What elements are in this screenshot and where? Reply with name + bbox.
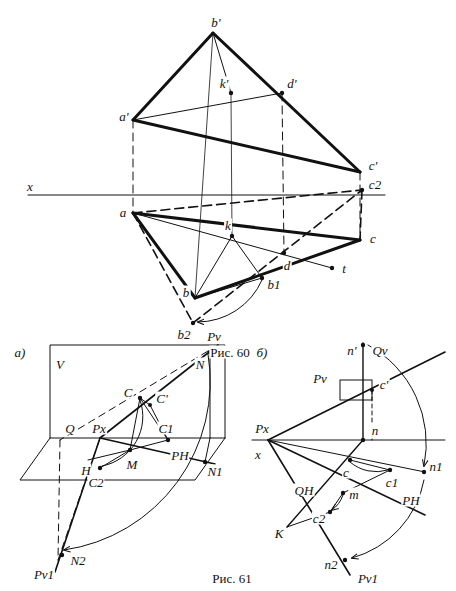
point-label: C1 xyxy=(157,422,174,435)
point-label: a' xyxy=(118,110,129,123)
point-label: t xyxy=(341,262,347,275)
point-label: k xyxy=(224,219,232,232)
point-label: c2 xyxy=(368,178,382,191)
point-label: d' xyxy=(286,77,297,90)
point-label: m xyxy=(348,488,359,501)
point-label: а) xyxy=(14,346,27,359)
point-label: c' xyxy=(368,159,379,172)
point-label: n xyxy=(371,424,380,437)
point-label: Qv xyxy=(371,344,388,357)
point-label: b1 xyxy=(267,278,282,291)
point-label: Pv1 xyxy=(357,572,379,585)
point-label: Pv xyxy=(312,372,328,385)
point-label: PH xyxy=(401,494,420,507)
figure-caption: Рис. 60 xyxy=(209,346,250,359)
point-label: n' xyxy=(346,344,357,357)
point-label: c2 xyxy=(312,512,326,525)
point-label: Pv xyxy=(206,330,222,343)
point-label: b2 xyxy=(177,328,192,341)
point-label: Px xyxy=(91,422,107,435)
point-label: b' xyxy=(210,16,221,29)
point-label: Pv1 xyxy=(33,568,55,581)
point-label: C xyxy=(123,386,134,399)
point-label: C2 xyxy=(87,476,104,489)
point-label: C' xyxy=(155,392,168,405)
point-label: PH xyxy=(170,449,189,462)
point-label: c' xyxy=(379,378,390,391)
point-label: Q xyxy=(64,422,75,435)
point-label: b xyxy=(182,286,191,299)
point-label: x xyxy=(254,448,262,461)
point-label: n2 xyxy=(324,558,339,571)
point-label: б) xyxy=(256,346,269,359)
point-label: QH xyxy=(294,484,315,497)
point-label: d xyxy=(283,259,292,272)
point-label: Px xyxy=(254,422,270,435)
point-label: a xyxy=(119,206,128,219)
point-label: c1 xyxy=(385,476,399,489)
point-label: N xyxy=(195,358,206,371)
point-label: x xyxy=(26,180,34,193)
point-label: N2 xyxy=(69,554,86,567)
point-label: V xyxy=(55,358,65,371)
point-label: M xyxy=(126,458,139,471)
point-label: c xyxy=(342,466,350,479)
point-label: N1 xyxy=(206,465,223,478)
point-label: K xyxy=(274,527,285,540)
point-label: c xyxy=(369,232,377,245)
point-label: k' xyxy=(219,77,230,90)
figure-caption: Рис. 61 xyxy=(211,572,252,585)
point-label: n1 xyxy=(429,460,444,473)
